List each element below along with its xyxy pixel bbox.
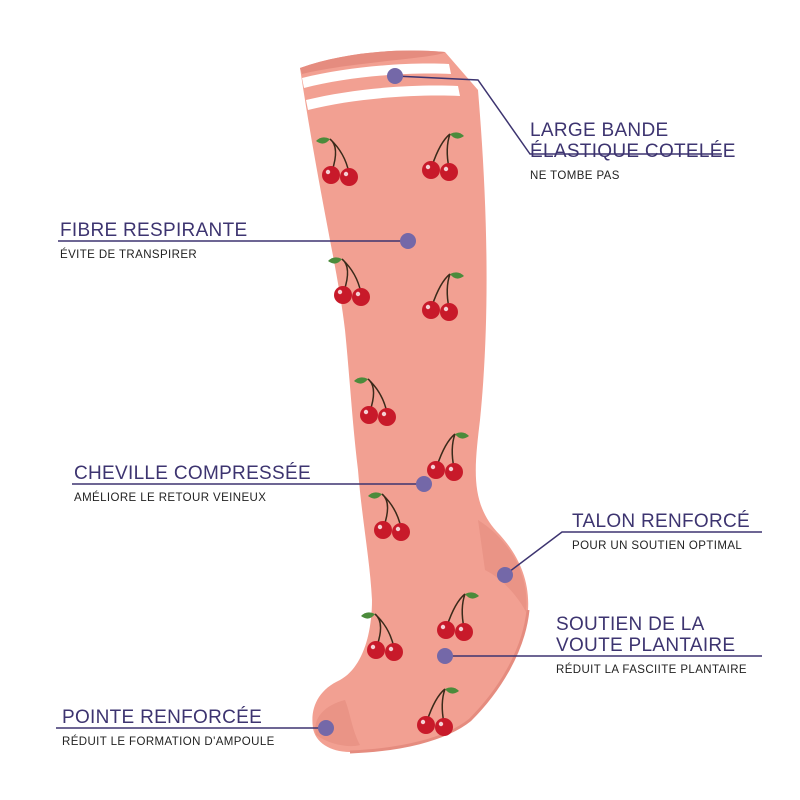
cherry-pair-icon [427, 432, 469, 481]
heel-shade [478, 520, 527, 612]
toe-subtitle: RÉDUIT LE FORMATION D'AMPOULE [62, 736, 275, 748]
band-dot [387, 68, 403, 84]
bottom-stripe [306, 85, 460, 110]
ankle-subtitle: AMÉLIORE LE RETOUR VEINEUX [74, 492, 267, 504]
callout-dots [318, 68, 513, 736]
arch-subtitle: RÉDUIT LA FASCIITE PLANTAIRE [556, 664, 747, 676]
cherry-pair-icon [328, 257, 370, 306]
cherry-pair-icon [422, 132, 464, 181]
cherry-pair-icon [368, 492, 410, 541]
cherry-pair-icon [354, 377, 396, 426]
band-callout: LARGE BANDE ÉLASTIQUE COTELÉE NE TOMBE P… [530, 120, 736, 182]
ankle-callout: CHEVILLE COMPRESSÉE AMÉLIORE LE RETOUR V… [74, 463, 311, 504]
fiber-title: FIBRE RESPIRANTE [60, 220, 248, 241]
sock-opening [300, 50, 445, 74]
cherry-pair-icon [361, 612, 403, 661]
sock-body [300, 50, 529, 753]
top-stripe [302, 63, 451, 88]
band-connector [394, 75, 722, 155]
arch-callout: SOUTIEN DE LA VOUTE PLANTAIRE RÉDUIT LA … [556, 614, 747, 676]
fiber-dot [400, 233, 416, 249]
toe-callout: POINTE RENFORCÉE RÉDUIT LE FORMATION D'A… [62, 707, 275, 748]
band-subtitle: NE TOMBE PAS [530, 170, 620, 182]
band-title-line2: ÉLASTIQUE COTELÉE [530, 141, 736, 162]
heel-dot [497, 567, 513, 583]
connector-lines [56, 75, 762, 729]
toe-title: POINTE RENFORCÉE [62, 707, 263, 728]
ankle-title: CHEVILLE COMPRESSÉE [74, 463, 311, 484]
cherry-pattern [316, 132, 479, 736]
heel-connector [504, 531, 762, 576]
ankle-dot [416, 476, 432, 492]
arch-title-line1: SOUTIEN DE LA [556, 614, 705, 635]
fiber-subtitle: ÉVITE DE TRANSPIRER [60, 249, 198, 261]
fiber-callout: FIBRE RESPIRANTE ÉVITE DE TRANSPIRER [60, 220, 247, 261]
heel-subtitle: POUR UN SOUTIEN OPTIMAL [572, 540, 743, 552]
toe-dot [318, 720, 334, 736]
cherry-pair-icon [437, 592, 479, 641]
sole-seam [349, 609, 530, 754]
cherry-pair-icon [417, 687, 459, 736]
heel-title: TALON RENFORCÉ [572, 511, 751, 532]
cherry-pair-icon [316, 137, 358, 186]
arch-title-line2: VOUTE PLANTAIRE [556, 635, 736, 656]
cherry-pair-icon [422, 272, 464, 321]
band-title-line1: LARGE BANDE [530, 120, 669, 141]
arch-dot [437, 648, 453, 664]
heel-callout: TALON RENFORCÉ POUR UN SOUTIEN OPTIMAL [572, 511, 750, 552]
